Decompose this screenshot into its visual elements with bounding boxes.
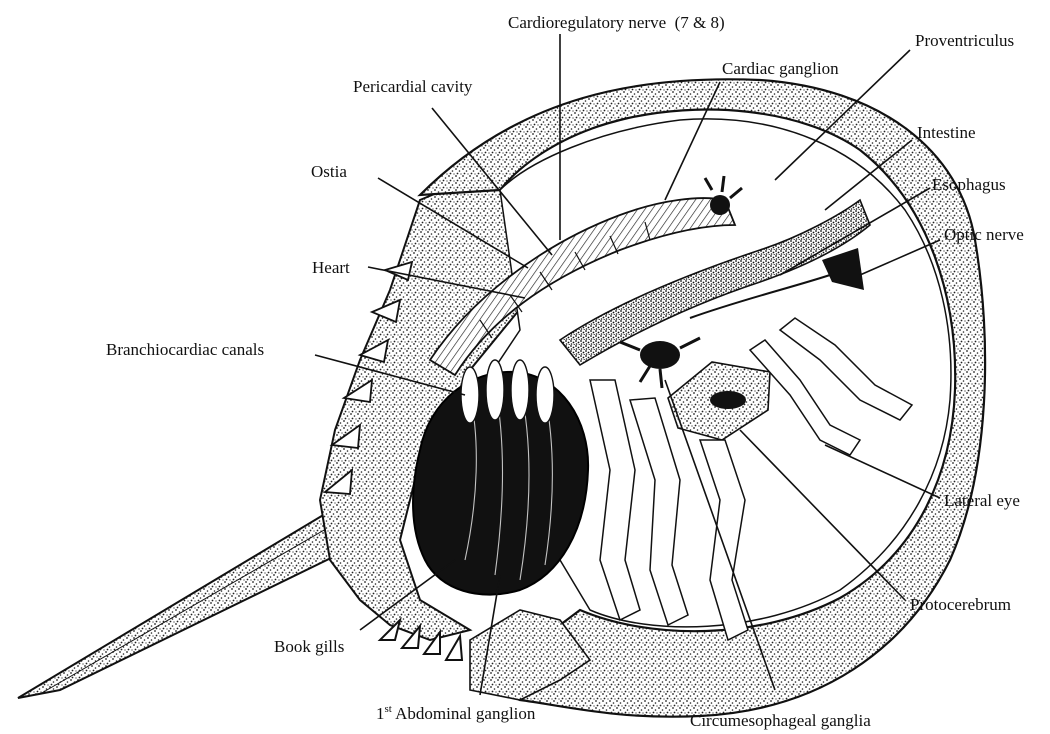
label-circumesophageal-ganglia: Circumesophageal ganglia	[690, 711, 871, 730]
label-abdominal-ganglion-sup: st	[385, 703, 392, 715]
label-ostia: Ostia	[311, 162, 347, 181]
label-cardioregulatory-nerve: Cardioregulatory nerve (7 & 8)	[508, 13, 725, 32]
label-esophagus: Esophagus	[932, 175, 1006, 194]
label-optic-nerve: Optic nerve	[944, 225, 1024, 244]
horseshoe-crab-drawing	[18, 79, 985, 716]
label-protocerebrum: Protocerebrum	[910, 595, 1011, 614]
label-abdominal-ganglion-rest: Abdominal ganglion	[392, 704, 536, 723]
label-branchiocardiac-canals: Branchiocardiac canals	[106, 340, 264, 359]
label-cardiac-ganglion: Cardiac ganglion	[722, 59, 839, 78]
label-abdominal-ganglion: 1st Abdominal ganglion	[376, 703, 536, 723]
label-intestine: Intestine	[917, 123, 976, 142]
label-lateral-eye: Lateral eye	[944, 491, 1020, 510]
label-book-gills: Book gills	[274, 637, 344, 656]
label-abdominal-ganglion-num: 1	[376, 704, 385, 723]
label-proventriculus: Proventriculus	[915, 31, 1014, 50]
label-pericardial-cavity: Pericardial cavity	[353, 77, 473, 96]
label-heart: Heart	[312, 258, 350, 277]
telson	[18, 508, 372, 698]
